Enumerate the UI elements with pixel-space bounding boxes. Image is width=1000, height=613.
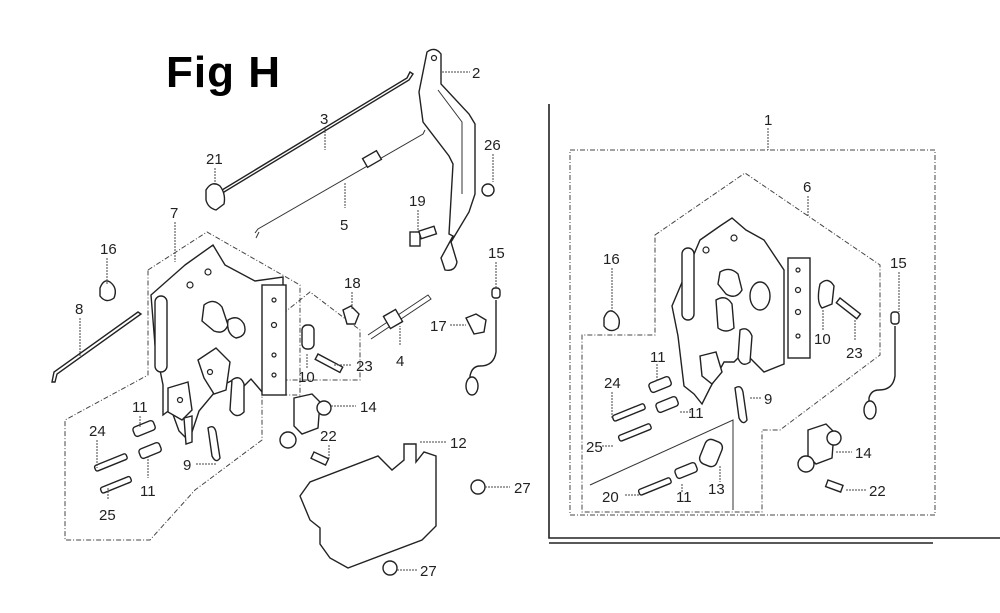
figure-title: Fig H bbox=[166, 48, 281, 97]
part-15-stop-wire-r[interactable] bbox=[863, 311, 900, 420]
callout-27-lower: 27 bbox=[420, 563, 437, 580]
callout-24: 24 bbox=[89, 423, 106, 440]
part-14-stop-switch[interactable] bbox=[279, 393, 332, 449]
callout-11-lower: 11 bbox=[140, 483, 156, 500]
callout-22: 22 bbox=[320, 428, 337, 445]
inner-divider bbox=[589, 419, 734, 510]
part-22-screw[interactable] bbox=[310, 451, 330, 467]
part-11-spring-lower[interactable] bbox=[138, 441, 162, 460]
part-10-cable-holder[interactable] bbox=[301, 324, 315, 350]
left-callouts: 2 3 5 21 26 19 7 16 18 15 8 17 4 10 23 1… bbox=[75, 65, 531, 580]
callout-r-13: 13 bbox=[708, 481, 725, 498]
subgroup-10-23-outline bbox=[274, 291, 361, 381]
part-6-control-base[interactable] bbox=[671, 217, 811, 406]
callout-r-23: 23 bbox=[846, 345, 863, 362]
callout-r-11-upper: 11 bbox=[650, 349, 666, 366]
part-27-flange-bolt-upper[interactable] bbox=[470, 479, 486, 495]
callout-r-15: 15 bbox=[890, 255, 907, 272]
right-leader-lines bbox=[602, 128, 900, 496]
callout-4: 4 bbox=[396, 353, 404, 370]
part-9-return-spring-r[interactable] bbox=[734, 385, 748, 424]
left-leader-lines bbox=[79, 71, 510, 571]
callout-15: 15 bbox=[488, 245, 505, 262]
part-25-screw[interactable] bbox=[99, 475, 133, 494]
part-25-screw-r[interactable] bbox=[617, 423, 652, 442]
callout-10: 10 bbox=[298, 369, 315, 386]
part-8-choke-rod[interactable] bbox=[51, 311, 143, 383]
part-26-nut[interactable] bbox=[481, 183, 495, 197]
callout-r-9: 9 bbox=[764, 391, 772, 408]
assembly-1-outline bbox=[569, 149, 936, 516]
callout-14: 14 bbox=[360, 399, 377, 416]
part-5-governor-rod[interactable] bbox=[254, 129, 426, 239]
callout-7: 7 bbox=[170, 205, 178, 222]
part-14-stop-switch-r[interactable] bbox=[797, 423, 842, 473]
callout-r-10: 10 bbox=[814, 331, 831, 348]
callout-27-upper: 27 bbox=[514, 480, 531, 497]
callout-r-6: 6 bbox=[803, 179, 811, 196]
assembly-7-outline bbox=[64, 231, 301, 541]
right-callouts: 1 6 16 15 10 23 11 24 11 9 25 14 20 11 1… bbox=[586, 112, 907, 506]
part-11-spring-r-third[interactable] bbox=[674, 461, 698, 480]
callout-r-16: 16 bbox=[603, 251, 620, 268]
callout-2: 2 bbox=[472, 65, 480, 82]
callout-8: 8 bbox=[75, 301, 83, 318]
part-20-screw-r[interactable] bbox=[637, 477, 672, 496]
part-11-spring-r-upper[interactable] bbox=[648, 375, 672, 394]
part-12-cover-plate[interactable] bbox=[299, 443, 437, 569]
part-17-cable-clamp[interactable] bbox=[465, 313, 487, 335]
part-9-return-spring[interactable] bbox=[207, 425, 221, 462]
part-11-spring-upper[interactable] bbox=[132, 419, 156, 438]
part-23-screw-r[interactable] bbox=[835, 297, 862, 320]
part-2-throttle-lever[interactable] bbox=[418, 48, 476, 272]
callout-25: 25 bbox=[99, 507, 116, 524]
part-21-clip[interactable] bbox=[205, 183, 226, 211]
part-13-collar-r[interactable] bbox=[698, 438, 724, 469]
part-16-cable-clamp-r[interactable] bbox=[603, 310, 621, 332]
part-27-flange-bolt-lower[interactable] bbox=[382, 560, 398, 576]
part-7-control-base[interactable] bbox=[150, 243, 287, 445]
callout-9: 9 bbox=[183, 457, 191, 474]
part-19-bolt[interactable] bbox=[409, 225, 438, 247]
left-assembly: 2 3 5 21 26 19 7 16 18 15 8 17 4 10 23 1… bbox=[51, 48, 531, 580]
callout-3: 3 bbox=[320, 111, 328, 128]
part-10-cable-holder-r[interactable] bbox=[817, 279, 835, 309]
callout-r-11-lower: 11 bbox=[676, 489, 692, 506]
right-panel-frame bbox=[548, 104, 1000, 539]
part-24-screw-r[interactable] bbox=[611, 403, 646, 422]
part-4-governor-spring[interactable] bbox=[367, 294, 432, 340]
callout-11-upper: 11 bbox=[132, 399, 148, 416]
callout-r-22: 22 bbox=[869, 483, 886, 500]
callout-r-1: 1 bbox=[764, 112, 772, 129]
callout-12: 12 bbox=[450, 435, 467, 452]
part-16-cable-clamp[interactable] bbox=[99, 280, 117, 302]
callout-21: 21 bbox=[206, 151, 223, 168]
callout-r-24: 24 bbox=[604, 375, 621, 392]
callout-5: 5 bbox=[340, 217, 348, 234]
callout-23: 23 bbox=[356, 358, 373, 375]
right-assembly: 1 6 16 15 10 23 11 24 11 9 25 14 20 11 1… bbox=[548, 104, 1000, 544]
callout-r-20: 20 bbox=[602, 489, 619, 506]
callout-r-14: 14 bbox=[855, 445, 872, 462]
callout-16: 16 bbox=[100, 241, 117, 258]
callout-26: 26 bbox=[484, 137, 501, 154]
part-24-screw[interactable] bbox=[93, 453, 128, 472]
callout-17: 17 bbox=[430, 318, 447, 335]
part-18-clip[interactable] bbox=[342, 305, 360, 325]
callout-19: 19 bbox=[409, 193, 426, 210]
part-15-stop-wire[interactable] bbox=[465, 287, 501, 396]
callout-r-11-middle: 11 bbox=[688, 405, 704, 422]
part-23-screw[interactable] bbox=[314, 353, 344, 374]
part-11-spring-r-lower[interactable] bbox=[655, 395, 679, 414]
part-22-screw-r[interactable] bbox=[824, 479, 844, 493]
callout-18: 18 bbox=[344, 275, 361, 292]
part-3-throttle-rod[interactable] bbox=[217, 70, 414, 202]
callout-r-25: 25 bbox=[586, 439, 603, 456]
